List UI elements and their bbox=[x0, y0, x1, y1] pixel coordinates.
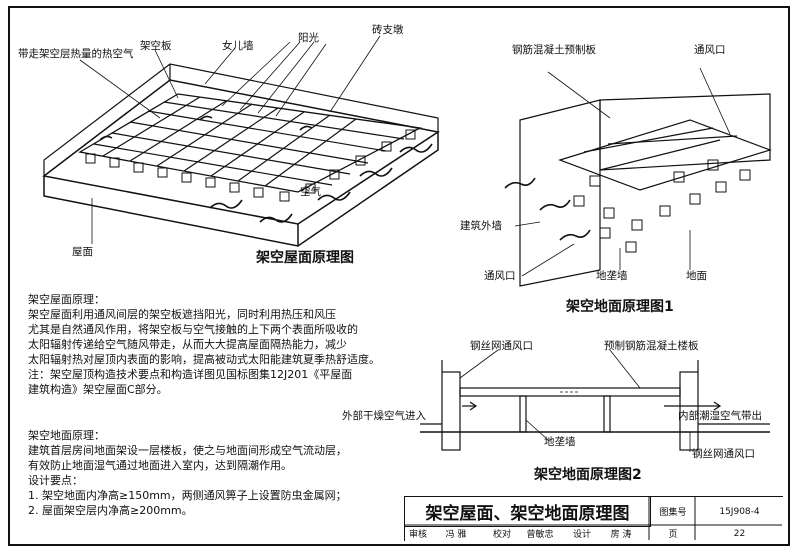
design-point-line: 1. 架空地面内净高≥150mm，两侧通风箅子上设置防虫金属网； bbox=[28, 489, 347, 502]
roof-principle-line: 太阳辐射传递给空气随风带走，从而大大提高屋面隔热能力，减少 bbox=[28, 338, 347, 351]
label-humid-air-out: 内部潮湿空气带出 bbox=[678, 410, 762, 422]
notes-block: 架空屋面原理： 架空屋面利用通风间层的架空板遮挡阳光，同时利用热压和风压 尤其是… bbox=[28, 292, 380, 397]
floor-notes-block: 架空地面原理： 建筑首层房间地面架设一层楼板，使之与地面间形成空气流动层， 有效… bbox=[28, 428, 347, 518]
label-mesh-vent-left: 钢丝网通风口 bbox=[470, 340, 533, 352]
roof-note-line: 建筑构造》架空屋面C部分。 bbox=[28, 383, 168, 396]
label-ground-beam: 地垄墙 bbox=[596, 270, 628, 282]
label-sun: 阳光 bbox=[298, 32, 319, 44]
label-parapet: 女儿墙 bbox=[222, 40, 254, 52]
roof-note-line: 注：架空屋顶构造技术要点和构造详图见国标图集12J201《平屋面 bbox=[28, 368, 353, 381]
label-air: 空气 bbox=[300, 186, 321, 198]
design-points-title: 设计要点： bbox=[28, 474, 83, 487]
atlas-number-label: 图集号 bbox=[659, 508, 687, 518]
label-outer-wall: 建筑外墙 bbox=[460, 220, 502, 232]
design-label: 设计 bbox=[572, 530, 591, 540]
title-block-lines bbox=[404, 496, 782, 540]
label-hot-air: 带走架空层热量的热空气 bbox=[18, 48, 134, 60]
page-number: 22 bbox=[733, 528, 746, 539]
reviewer-name: 冯 雅 bbox=[445, 530, 467, 540]
drawing-title: 架空屋面、架空地面原理图 bbox=[405, 497, 651, 527]
drawing-sheet bbox=[8, 6, 790, 546]
label-ground: 地面 bbox=[686, 270, 707, 282]
check-label: 校对 bbox=[492, 530, 511, 540]
label-mesh-vent-right: 钢丝网通风口 bbox=[692, 448, 755, 460]
raised-floor-drawing-1 bbox=[504, 67, 772, 287]
roof-principle-line: 尤其是自然通风作用，将架空板与空气接触的上下两个表面所吸收的 bbox=[28, 323, 358, 336]
review-label: 审核 bbox=[408, 530, 427, 540]
label-vent-top: 通风口 bbox=[694, 44, 726, 56]
checker-name: 曾敏忠 bbox=[526, 530, 554, 540]
roof-principle-line: 架空屋面利用通风间层的架空板遮挡阳光，同时利用热压和风压 bbox=[28, 308, 336, 321]
label-roof: 屋面 bbox=[72, 246, 93, 258]
roof-principle-title: 架空屋面原理： bbox=[28, 293, 105, 306]
design-point-line: 2. 屋面架空层内净高≥200mm。 bbox=[28, 504, 193, 517]
floor-principle-line: 有效防止地面湿气通过地面进入室内，达到隔潮作用。 bbox=[28, 459, 292, 472]
label-precast-slab: 钢筋混凝土预制板 bbox=[512, 44, 596, 56]
roof-slab-drawing bbox=[42, 35, 440, 247]
title-block: 架空屋面、架空地面原理图 图集号 15J908-4 审核 冯 雅 校对 曾敏忠 … bbox=[404, 496, 783, 541]
floor-principle-title: 架空地面原理： bbox=[28, 429, 105, 442]
label-pier: 砖支墩 bbox=[372, 24, 404, 36]
label-precast-floor: 预制钢筋混凝土楼板 bbox=[604, 340, 699, 352]
raised-floor-drawing-2 bbox=[420, 349, 770, 452]
floor-principle-line: 建筑首层房间地面架设一层楼板，使之与地面间形成空气流动层， bbox=[28, 444, 347, 457]
label-vent-bottom: 通风口 bbox=[484, 270, 516, 282]
roof-principle-line: 太阳辐射热对屋顶内表面的影响，提高被动式太阳能建筑夏季热舒适度。 bbox=[28, 353, 380, 366]
designer-name: 房 涛 bbox=[610, 530, 632, 540]
caption-floor-2: 架空地面原理图2 bbox=[534, 467, 642, 483]
caption-floor-1: 架空地面原理图1 bbox=[566, 299, 674, 315]
atlas-number: 15J908-4 bbox=[719, 506, 760, 517]
label-slab: 架空板 bbox=[140, 40, 172, 52]
label-ground-beam-2: 地垄墙 bbox=[544, 436, 576, 448]
page-label: 页 bbox=[668, 530, 678, 540]
caption-roof: 架空屋面原理图 bbox=[256, 250, 354, 266]
label-dry-air-in: 外部干燥空气进入 bbox=[342, 410, 426, 422]
